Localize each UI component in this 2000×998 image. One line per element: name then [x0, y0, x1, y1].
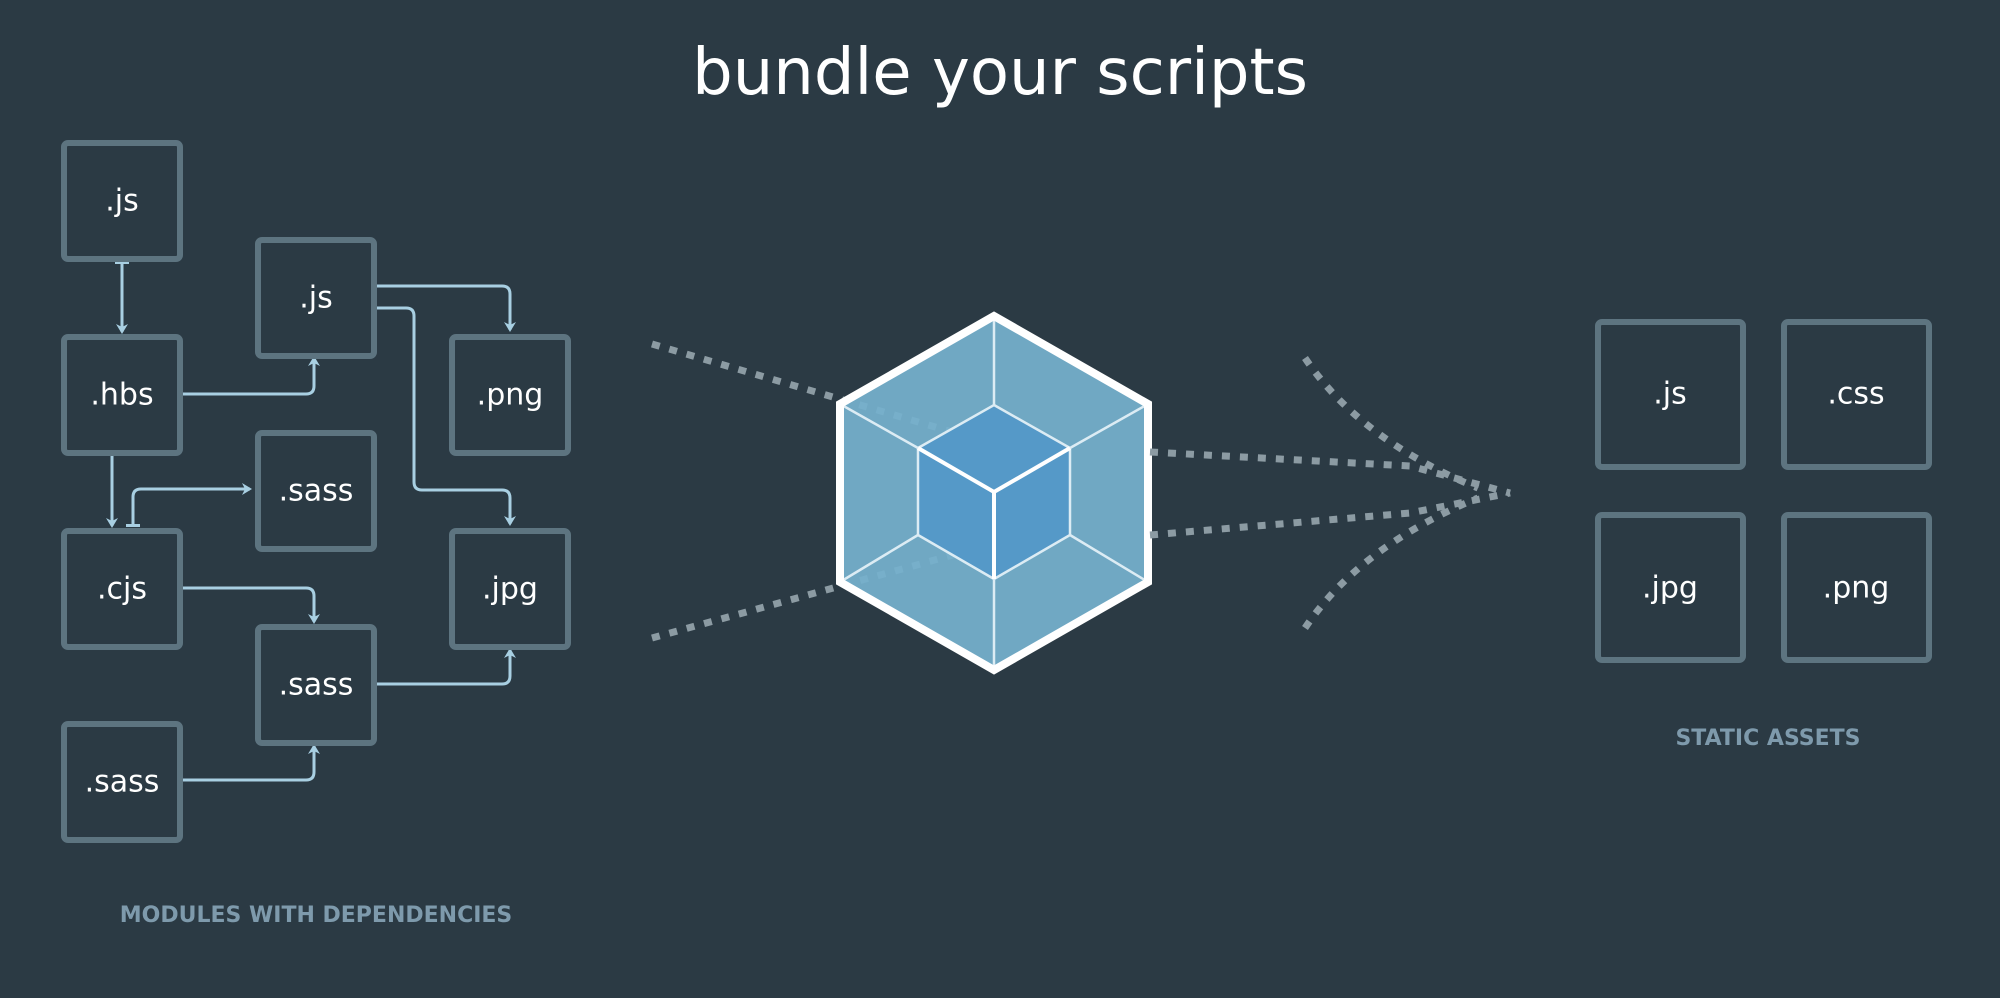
- module-node-sass3: .sass: [61, 721, 183, 843]
- flow-line-bottom-out: [1149, 489, 1511, 539]
- module-node-js1: .js: [61, 140, 183, 262]
- module-label: .cjs: [97, 572, 147, 607]
- edge-hbs-js2: [180, 356, 320, 401]
- asset-label: .png: [1823, 571, 1890, 606]
- modules-caption: MODULES WITH DEPENDENCIES: [120, 903, 513, 928]
- asset-label: .js: [1653, 377, 1687, 412]
- asset-node-jpg: .jpg: [1595, 512, 1746, 663]
- outgoing-flow-arrow: [1149, 356, 1511, 630]
- dependency-edges: [105, 261, 516, 787]
- webpack-cube-icon: [836, 311, 1152, 675]
- incoming-flow-lines: [651, 340, 1001, 642]
- module-label: .js: [105, 184, 139, 219]
- arrowhead-lower: [1302, 494, 1480, 630]
- flow-line-top-out: [1149, 448, 1511, 497]
- edge-cjs-sass1: [126, 483, 252, 527]
- module-label: .jpg: [482, 572, 538, 607]
- module-label: .sass: [85, 765, 160, 800]
- asset-node-css: .css: [1781, 319, 1932, 470]
- module-label: .js: [299, 281, 333, 316]
- module-graph: .js .hbs .cjs .sass .js .sass .sass .png…: [61, 140, 571, 843]
- edge-js2-jpg: [371, 301, 516, 526]
- flow-line-top-in: [651, 340, 1001, 450]
- module-node-sass2: .sass: [255, 624, 377, 746]
- module-node-hbs: .hbs: [61, 334, 183, 456]
- static-assets-grid: .js .css .jpg .png: [1595, 319, 1932, 663]
- asset-label: .jpg: [1642, 571, 1698, 606]
- edge-js2-png: [371, 279, 516, 332]
- edge-sass2-jpg: [371, 648, 516, 691]
- edge-cjs-sass2: [180, 581, 320, 624]
- module-label: .sass: [279, 668, 354, 703]
- module-node-sass1: .sass: [255, 430, 377, 552]
- edge-sass3-sass2: [180, 744, 320, 787]
- module-label: .sass: [279, 474, 354, 509]
- asset-label: .css: [1827, 377, 1884, 412]
- asset-node-js: .js: [1595, 319, 1746, 470]
- module-label: .hbs: [90, 378, 153, 413]
- module-node-js2: .js: [255, 237, 377, 359]
- module-label: .png: [477, 378, 544, 413]
- arrowhead-upper: [1302, 356, 1480, 492]
- module-node-png: .png: [449, 334, 571, 456]
- asset-node-png: .png: [1781, 512, 1932, 663]
- module-node-cjs: .cjs: [61, 528, 183, 650]
- flow-line-bottom-in: [651, 538, 1001, 642]
- assets-caption: STATIC ASSETS: [1675, 726, 1860, 751]
- module-node-jpg: .jpg: [449, 528, 571, 650]
- page-title: bundle your scripts: [692, 36, 1308, 110]
